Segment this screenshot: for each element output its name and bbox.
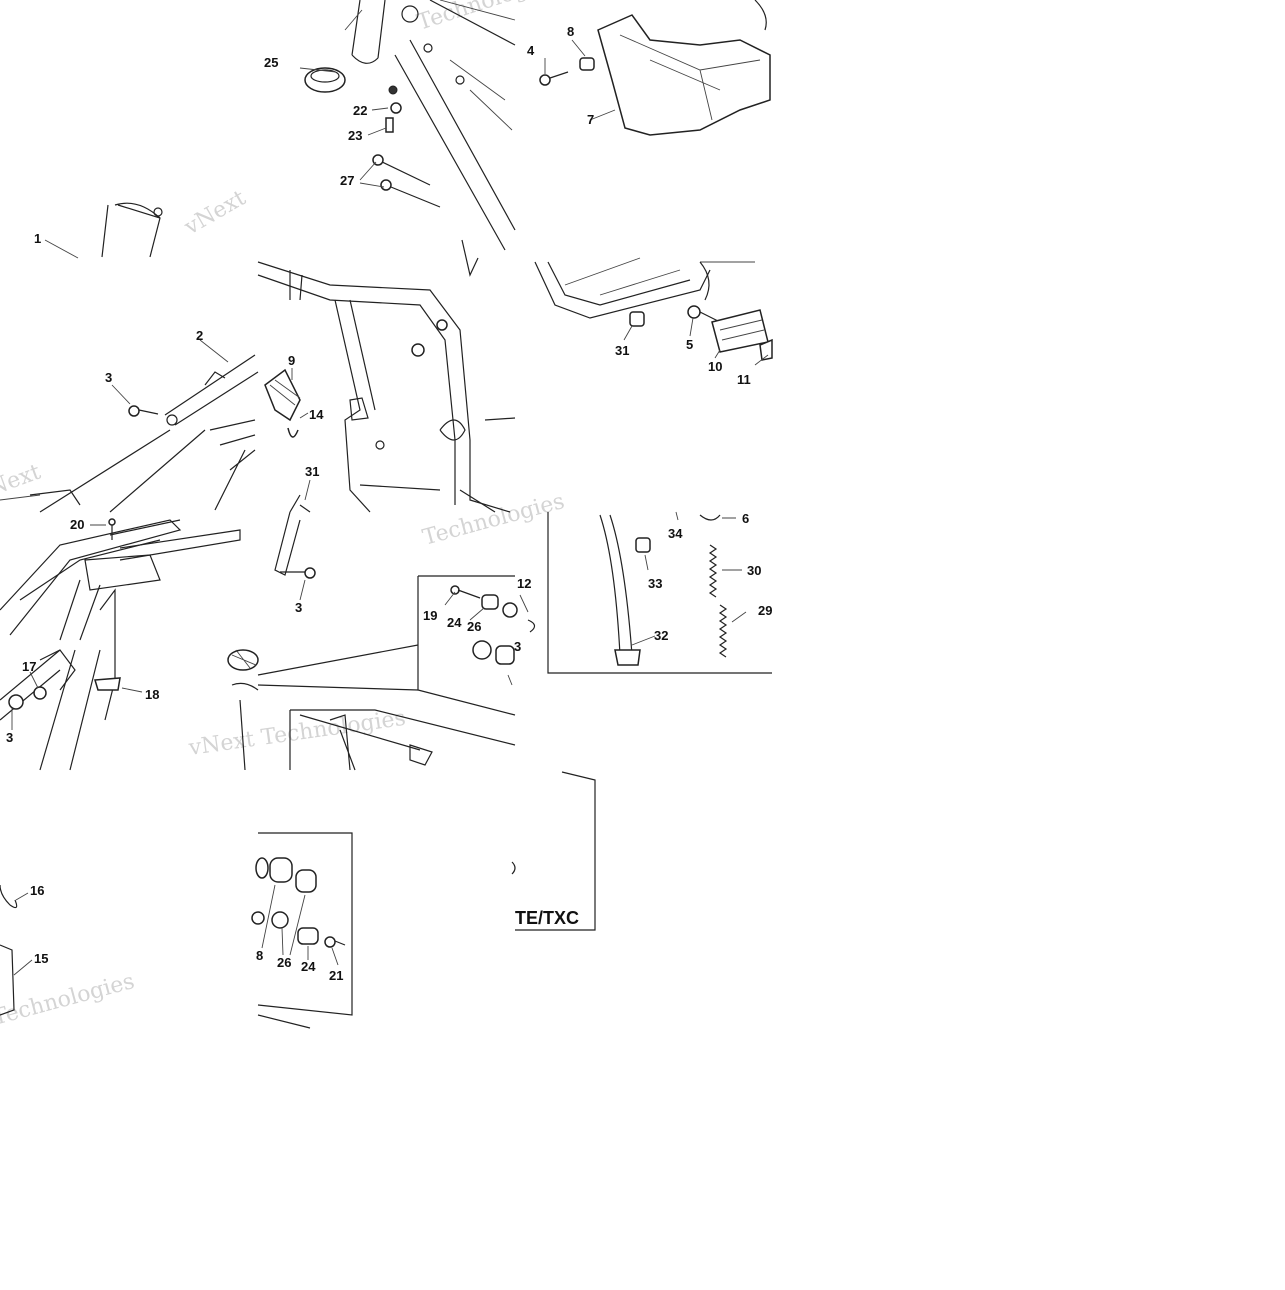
callout-17: 17 xyxy=(22,659,36,674)
callout-8-top: 8 xyxy=(567,24,574,39)
callout-23: 23 xyxy=(348,128,362,143)
callout-27: 27 xyxy=(340,173,354,188)
side-stand-32 xyxy=(599,514,633,656)
callout-22: 22 xyxy=(353,103,367,118)
callout-33: 33 xyxy=(648,576,662,591)
detail-box-b xyxy=(289,709,516,770)
detail-box-a xyxy=(417,575,516,716)
detail-box-c xyxy=(547,512,772,674)
frame-head-1 xyxy=(101,202,161,258)
model-tag-tile: TE/TXC xyxy=(511,771,596,931)
callout-4: 4 xyxy=(527,43,535,58)
callout-5: 5 xyxy=(686,337,693,352)
watermark-mid: Technologies xyxy=(420,489,567,551)
frame-left-tile: 1 2 3 xyxy=(0,202,259,513)
callout-9: 9 xyxy=(288,353,295,368)
watermark-frame: vNext xyxy=(180,185,251,240)
callout-31-b: 31 xyxy=(615,343,629,358)
sidestand-pivot-tile: 3 19 24 26 12 3 xyxy=(227,511,536,771)
clip-16 xyxy=(0,884,18,909)
bolts-27 xyxy=(377,159,441,208)
steering-head-tube xyxy=(351,0,386,64)
callout-20: 20 xyxy=(70,517,84,532)
callout-3-c: 3 xyxy=(295,600,302,615)
bearing-25 xyxy=(304,67,346,93)
callout-15: 15 xyxy=(34,951,48,966)
callout-10: 10 xyxy=(708,359,722,374)
callout-3-a: 3 xyxy=(105,370,112,385)
rear-frame-rail xyxy=(0,519,182,636)
skid-plate-tile: 4 8 7 xyxy=(527,0,771,136)
spring-29 xyxy=(718,604,728,658)
callout-26-b: 26 xyxy=(277,955,291,970)
callout-8-b: 8 xyxy=(256,948,263,963)
callout-1: 1 xyxy=(34,231,41,246)
callout-2: 2 xyxy=(196,328,203,343)
detail-box-d xyxy=(257,832,353,1016)
callout-18: 18 xyxy=(145,687,159,702)
watermark-bottom: vNext Technologies xyxy=(186,706,407,761)
frame-center-tile: 9 14 31 xyxy=(257,261,516,513)
callout-25: 25 xyxy=(264,55,278,70)
frame-head-tile: 25 22 23 27 xyxy=(264,0,516,277)
cap-15 xyxy=(0,944,15,1016)
sidestand-tile: 34 6 33 30 29 32 xyxy=(547,511,772,674)
callout-14: 14 xyxy=(309,407,324,422)
callout-30: 30 xyxy=(747,563,761,578)
callout-24-a: 24 xyxy=(447,615,462,630)
fork-cap-tile: 16 15 xyxy=(0,883,48,1016)
model-tag: TE/TXC xyxy=(515,908,579,928)
callout-19: 19 xyxy=(423,608,437,623)
callout-3-b: 3 xyxy=(6,730,13,745)
callout-34: 34 xyxy=(668,526,683,541)
callout-11: 11 xyxy=(737,372,751,387)
frame-down-tube xyxy=(257,261,511,513)
subframe-tile: 20 17 18 3 xyxy=(0,517,241,771)
spring-30 xyxy=(708,544,718,598)
callout-12: 12 xyxy=(517,576,531,591)
callout-31-a: 31 xyxy=(305,464,319,479)
footpeg-tile: 31 5 10 11 xyxy=(534,257,773,387)
clip-18 xyxy=(94,677,121,691)
bushing-tile: 8 26 24 21 xyxy=(251,832,353,1029)
callout-3-d: 3 xyxy=(514,639,521,654)
rear-subframe-2 xyxy=(164,354,259,426)
detail-box-e xyxy=(515,771,596,931)
callout-32: 32 xyxy=(654,628,668,643)
callout-7: 7 xyxy=(587,112,594,127)
callout-21: 21 xyxy=(329,968,343,983)
callout-6: 6 xyxy=(742,511,749,526)
callout-29: 29 xyxy=(758,603,772,618)
watermark-lower: Technologies xyxy=(0,969,137,1031)
callout-24-b: 24 xyxy=(301,959,316,974)
callout-16: 16 xyxy=(30,883,44,898)
callout-26-a: 26 xyxy=(467,619,481,634)
